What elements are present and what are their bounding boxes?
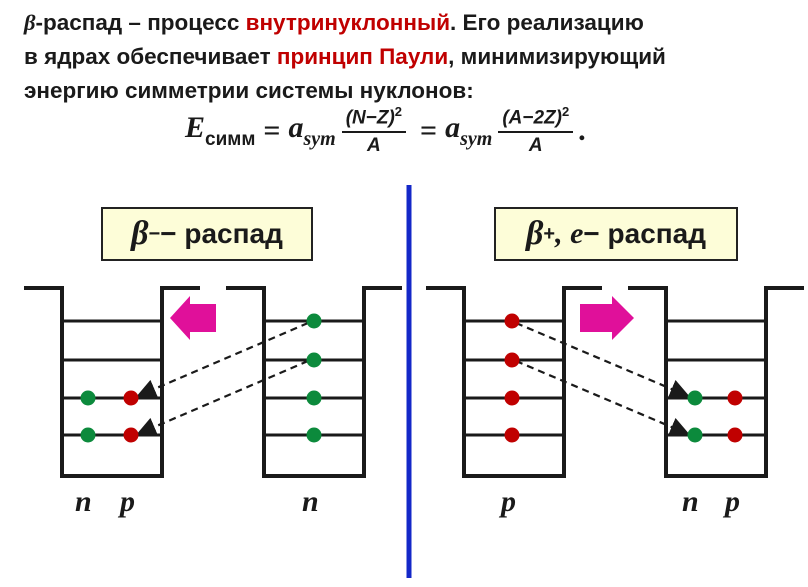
fraction-1-numerator: (N−Z)2	[341, 104, 407, 134]
fraction-2-numerator: (A−2Z)2	[498, 104, 574, 134]
formula-lhs-subscript: симм	[205, 128, 256, 150]
beta-symbol: β	[24, 10, 36, 35]
right1-proton-3	[504, 390, 520, 406]
formula-period: .	[579, 113, 587, 147]
left1-label-n: n	[75, 485, 92, 518]
intro-line-2: в ядрах обеспечивает принцип Паули, мини…	[24, 40, 800, 74]
electron-capture-symbol: , e	[555, 217, 584, 250]
formula-coef-2: asym	[445, 110, 493, 150]
intro-part-1: -распад – процесс	[35, 10, 246, 35]
left-direction-arrow	[170, 296, 216, 340]
right2-proton-2	[727, 427, 743, 443]
intro-part-3: в ядрах обеспечивает	[24, 44, 277, 69]
left-well-1	[24, 286, 200, 478]
beta-minus-symbol: β	[131, 215, 149, 252]
beta-minus-title-box: β− − распад	[101, 207, 313, 261]
left1-neutron-1	[80, 390, 96, 406]
right2-neutron-1	[687, 390, 703, 406]
right2-proton-1	[727, 390, 743, 406]
left2-label-n: n	[302, 485, 319, 518]
left1-label-p: p	[120, 485, 135, 518]
intro-part-4: , минимизирующий	[448, 44, 666, 69]
left2-neutron-4	[306, 427, 322, 443]
left1-proton-1	[123, 390, 139, 406]
formula-lhs: Eсимм	[185, 110, 256, 150]
right1-proton-2	[504, 352, 520, 368]
beta-minus-text: − распад	[160, 218, 283, 249]
intro-text: β-распад – процесс внутринуклонный. Его …	[24, 6, 800, 108]
left2-neutron-2	[306, 352, 322, 368]
formula-fraction-2: (A−2Z)2 A	[498, 104, 574, 157]
intro-line-3: энергию симметрии системы нуклонов:	[24, 78, 474, 103]
highlight-intranucleon: внутринуклонный	[245, 10, 451, 35]
intro-line-1: β-распад – процесс внутринуклонный. Его …	[24, 6, 800, 40]
fraction-1-exponent: 2	[394, 104, 403, 119]
formula-coef-1: asym	[288, 110, 336, 150]
formula-fraction-1: (N−Z)2 A	[341, 104, 407, 157]
right1-label-p: p	[501, 485, 516, 518]
left1-proton-2	[123, 427, 139, 443]
formula-equals-2: =	[420, 113, 438, 147]
left-transition-2	[136, 359, 309, 437]
formula-coef-2-subscript: sym	[460, 127, 493, 150]
highlight-pauli: принцип Паули	[276, 44, 449, 69]
right1-proton-1	[504, 313, 520, 329]
right2-neutron-2	[687, 427, 703, 443]
right-direction-arrow	[580, 296, 634, 340]
left2-neutron-3	[306, 390, 322, 406]
left2-neutron-1	[306, 313, 322, 329]
right1-proton-4	[504, 427, 520, 443]
intro-part-2: . Его реализацию	[450, 10, 644, 35]
right2-label-p: p	[725, 485, 740, 518]
beta-plus-text: − распад	[583, 218, 707, 249]
beta-plus-title-box: β+, e − распад	[494, 207, 738, 261]
right2-label-n: n	[682, 485, 699, 518]
formula-coef-1-subscript: sym	[303, 127, 336, 150]
fraction-1-denominator: A	[366, 135, 381, 157]
beta-plus-symbol: β	[525, 215, 544, 252]
beta-plus-sup: +	[543, 222, 556, 245]
beta-minus-sup: −	[148, 222, 161, 245]
fraction-2-exponent: 2	[562, 104, 570, 119]
left1-neutron-2	[80, 427, 96, 443]
fraction-2-denominator: A	[528, 135, 543, 157]
formula-equals-1: =	[263, 113, 281, 147]
symmetry-energy-formula: Eсимм = asym (N−Z)2 A = asym (A−2Z)2 A .	[185, 104, 587, 157]
left-transition-1	[136, 321, 309, 399]
